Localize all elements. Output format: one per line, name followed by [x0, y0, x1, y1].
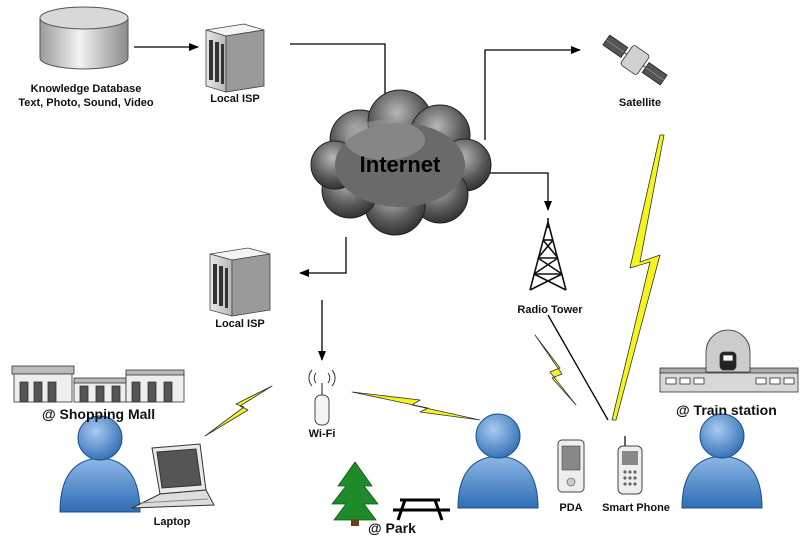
connectors	[134, 43, 609, 421]
database-label-line1: Knowledge Database	[30, 83, 142, 95]
isp-mid-label: Local ISP	[215, 318, 265, 330]
lightning-satellite-to-train	[611, 134, 665, 421]
arrow-tower-to-pda	[547, 314, 609, 421]
isp-top-label: Local ISP	[210, 93, 260, 105]
wifi-label: Wi-Fi	[308, 428, 336, 440]
pda-label: PDA	[559, 502, 583, 514]
smart-phone-label: Smart Phone	[602, 502, 670, 514]
database-label-line2: Text, Photo, Sound, Video	[18, 97, 154, 109]
lightning-mall-to-wifi	[204, 385, 273, 437]
arrow-isp-to-internet	[290, 43, 389, 111]
pda-icon	[557, 439, 585, 493]
mall-building-icon	[11, 365, 185, 403]
database-icon	[39, 6, 129, 70]
radio-tower-label: Radio Tower	[517, 304, 583, 316]
picnic-table-icon	[393, 498, 450, 521]
satellite-icon	[602, 34, 668, 86]
laptop-label: Laptop	[153, 516, 191, 528]
shopping-mall-label: @ Shopping Mall	[42, 406, 156, 422]
arrow-internet-to-isp	[299, 237, 347, 277]
person-icon-right	[681, 413, 763, 509]
wireless-links	[204, 134, 665, 437]
lightning-tower-to-pda	[534, 334, 577, 406]
radio-tower-icon	[529, 218, 567, 291]
laptop-icon	[131, 443, 215, 509]
wifi-router-icon	[308, 369, 336, 426]
phone-icon	[617, 436, 643, 495]
person-icon-middle	[457, 413, 539, 509]
train-station-label: @ Train station	[676, 402, 777, 418]
server-icon-mid	[209, 247, 271, 317]
arrow-internet-to-radio	[487, 172, 552, 211]
arrow-internet-to-satellite	[484, 46, 581, 140]
lightning-wifi-to-park	[351, 391, 481, 421]
park-label: @ Park	[368, 520, 416, 536]
satellite-label: Satellite	[618, 97, 662, 109]
server-icon-top	[205, 23, 265, 93]
cloud-icon	[310, 89, 492, 236]
internet-label: Internet	[359, 152, 441, 177]
tree-icon	[331, 461, 379, 526]
train-station-icon	[659, 329, 799, 393]
person-icon-left	[59, 415, 141, 513]
